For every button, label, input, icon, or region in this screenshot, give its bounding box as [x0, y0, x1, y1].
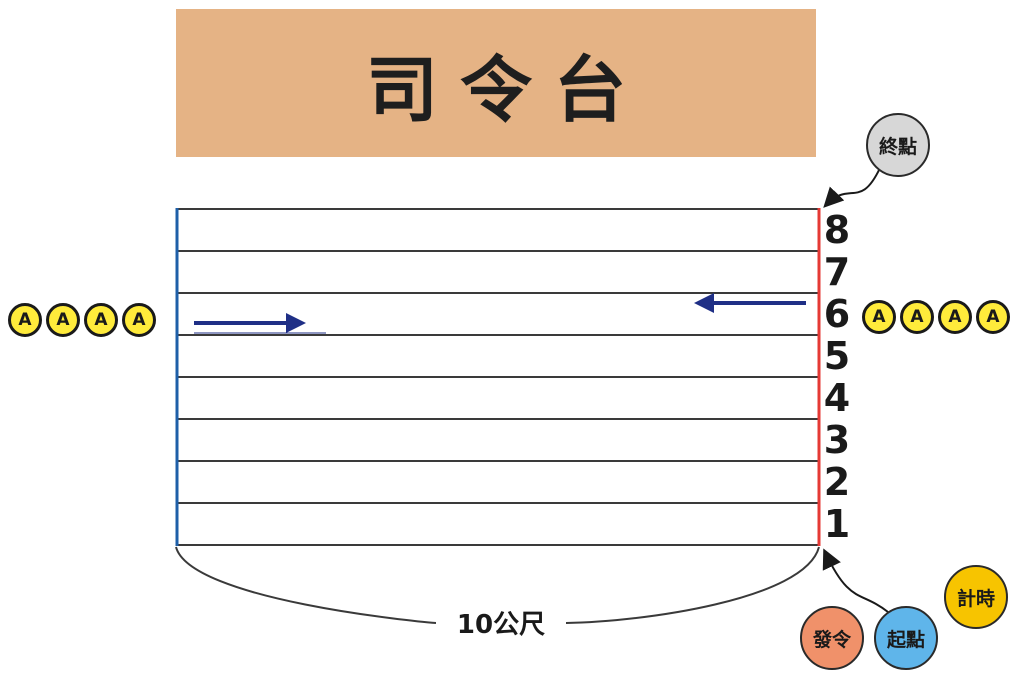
runner-marker: A — [8, 303, 42, 337]
arrow-left — [694, 293, 806, 313]
runner-marker: A — [938, 300, 972, 334]
lane-number: 6 — [823, 292, 851, 336]
distance-brace — [175, 546, 820, 624]
arrow-right — [194, 313, 326, 334]
timer-badge: 計時 — [944, 565, 1008, 629]
lane-number: 2 — [823, 460, 851, 504]
lane-number: 3 — [823, 418, 851, 462]
runner-marker: A — [84, 303, 118, 337]
finish-pointer — [823, 167, 881, 208]
lane-number: 4 — [823, 376, 851, 420]
finish-point-badge: 終點 — [866, 113, 930, 177]
runner-marker: A — [976, 300, 1010, 334]
lane-number: 5 — [823, 334, 851, 378]
command-platform: 司令台 — [176, 9, 816, 157]
lane-lines — [176, 208, 819, 546]
lane-number: 1 — [823, 502, 851, 546]
lane-number: 8 — [823, 208, 851, 252]
start-pointer — [822, 548, 889, 613]
distance-label: 10公尺 — [436, 604, 566, 641]
lane-number: 7 — [823, 250, 851, 294]
starter-badge: 發令 — [800, 606, 864, 670]
runner-marker: A — [900, 300, 934, 334]
command-platform-label: 司令台 — [365, 47, 648, 132]
start-point-badge: 起點 — [874, 606, 938, 670]
runner-marker: A — [122, 303, 156, 337]
runner-marker: A — [862, 300, 896, 334]
runner-marker: A — [46, 303, 80, 337]
